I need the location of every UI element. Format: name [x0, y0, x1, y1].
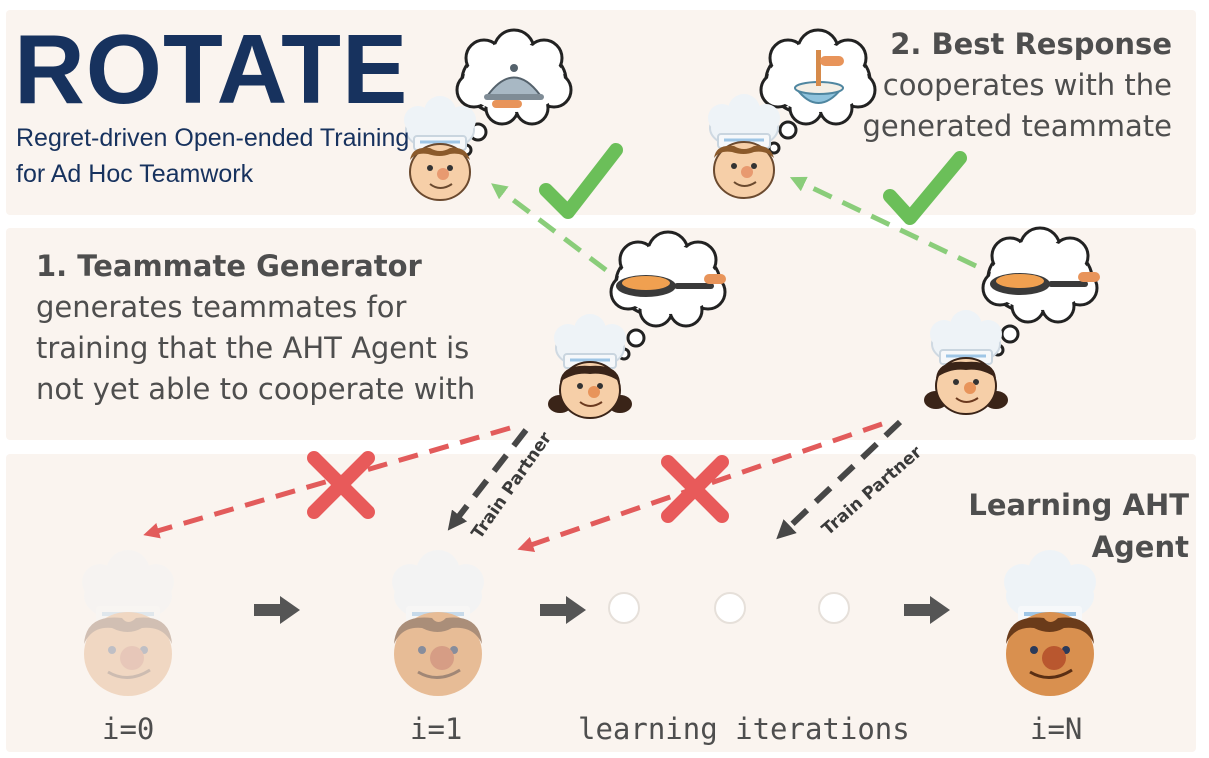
arrow-icon	[776, 419, 903, 540]
chef-icon	[1002, 548, 1098, 698]
thought-bubble-icon	[609, 230, 727, 361]
iteration-label-start: i=0	[102, 712, 155, 746]
chef-icon	[390, 548, 486, 698]
iteration-label-end: i=N	[1030, 712, 1083, 746]
frying-pan-icon	[616, 274, 726, 297]
arrow-icon	[789, 176, 978, 269]
teammate-generator-text: 1. Teammate Generator generates teammate…	[36, 246, 476, 410]
thought-bubble-icon	[759, 28, 877, 155]
arrow-icon	[904, 596, 950, 624]
chef-icon	[706, 92, 782, 200]
chef-icon	[546, 312, 634, 420]
subtitle: Regret-driven Open-ended Training for Ad…	[16, 124, 410, 188]
dot-icon	[608, 592, 640, 624]
teammate-generator-heading: 1. Teammate Generator	[36, 249, 422, 283]
best-response-heading: 2. Best Response	[890, 27, 1172, 61]
arrow-icon	[254, 596, 300, 624]
chef-icon	[80, 548, 176, 698]
iteration-label-first: i=1	[410, 712, 463, 746]
top-panel	[6, 10, 1196, 215]
cloche-icon	[484, 64, 544, 108]
title: ROTATE	[14, 14, 409, 124]
iteration-label-middle: learning iterations	[578, 712, 910, 746]
arrow-icon	[447, 428, 529, 531]
learning-agent-heading: Learning AHT Agent	[968, 488, 1189, 564]
bottom-panel	[6, 454, 1196, 752]
best-response-text: 2. Best Response cooperates with the gen…	[852, 24, 1172, 147]
dot-icon	[714, 592, 746, 624]
best-response-body: cooperates with the generated teammate	[862, 68, 1172, 143]
mixing-bowl-icon	[794, 50, 845, 104]
chef-icon	[922, 308, 1010, 416]
train-partner-label: Train Partner	[818, 442, 926, 540]
arrow-icon	[540, 596, 586, 624]
teammate-generator-body: generates teammates for training that th…	[36, 290, 476, 406]
cross-icon	[307, 451, 375, 519]
arrow-icon	[491, 183, 608, 272]
dot-icon	[818, 592, 850, 624]
checkmark-icon	[539, 143, 623, 219]
cross-icon	[661, 455, 729, 523]
frying-pan-icon	[990, 272, 1100, 295]
checkmark-icon	[883, 151, 967, 225]
